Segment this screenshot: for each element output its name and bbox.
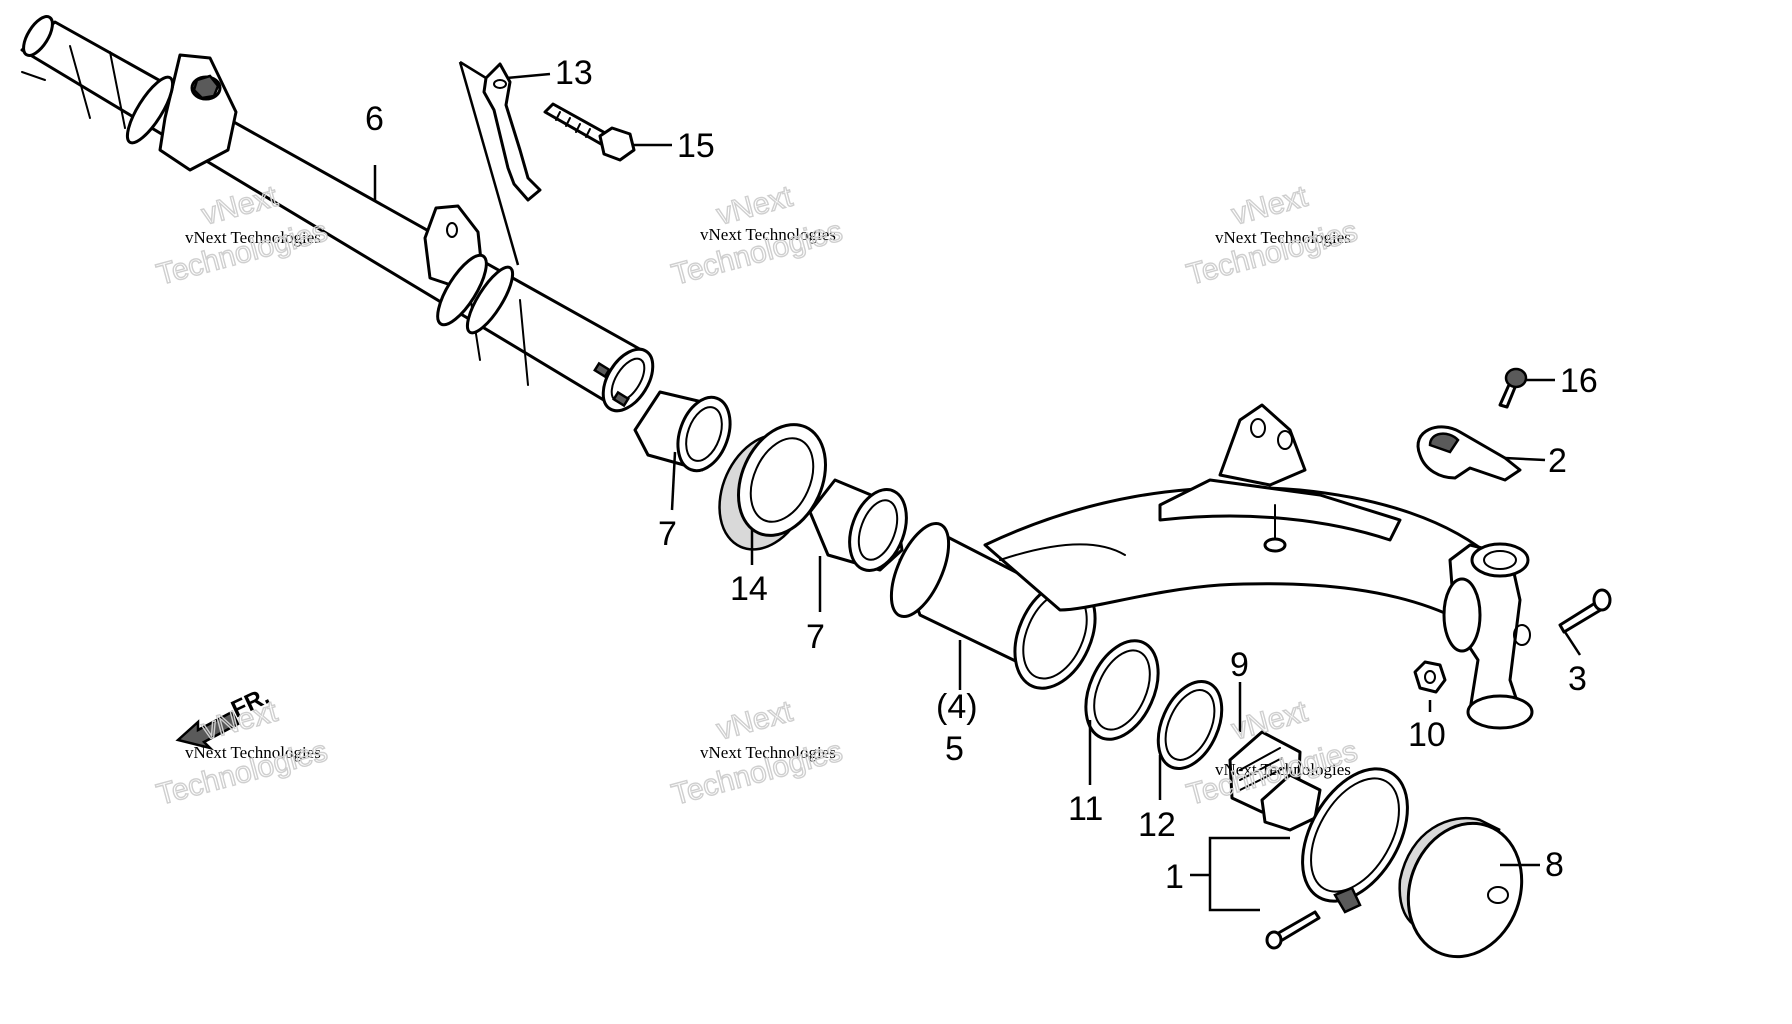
part-13-clip — [458, 60, 542, 266]
callout-labels: 6 13 15 7 14 7 (4) 5 11 12 9 10 3 16 2 8… — [365, 54, 1598, 896]
callout-12: 12 — [1138, 806, 1176, 844]
watermark-text: vNext Technologies — [700, 225, 836, 244]
callout-1: 1 — [1165, 858, 1184, 896]
callout-7a: 7 — [658, 515, 677, 553]
watermark-text: Technologies — [153, 215, 331, 292]
callout-10: 10 — [1408, 716, 1446, 754]
part-16-bolt — [1498, 367, 1528, 409]
watermark-text: vNext — [1228, 180, 1311, 232]
watermark-text: vNext — [198, 180, 281, 232]
part-3-bolt — [1558, 588, 1612, 634]
part-12-circlip — [1156, 679, 1224, 771]
callout-11: 11 — [1068, 790, 1103, 828]
part-14-seal — [718, 423, 827, 551]
part-15-bolt — [543, 102, 636, 162]
callout-5: 5 — [945, 730, 964, 768]
part-1-band-clamp — [1265, 767, 1409, 950]
callout-15: 15 — [677, 127, 715, 165]
watermark-top-center: vNext vNext Technologies Technologies — [668, 179, 847, 292]
part-9-adjuster — [1228, 730, 1322, 832]
callout-8: 8 — [1545, 846, 1564, 884]
part-8-boot — [1398, 816, 1524, 959]
part-11-circlip — [1084, 639, 1160, 741]
watermark-text: vNext Technologies — [700, 743, 836, 762]
watermark-text: vNext — [713, 695, 796, 747]
watermark-text: vNext Technologies — [185, 743, 321, 762]
watermark-text: vNext Technologies — [185, 228, 321, 247]
callout-14: 14 — [730, 570, 768, 608]
callout-2: 2 — [1548, 442, 1567, 480]
leader-lines — [373, 72, 1582, 912]
watermark-text: vNext — [713, 180, 796, 232]
callout-9: 9 — [1230, 646, 1249, 684]
callout-16: 16 — [1560, 362, 1598, 400]
callout-4: (4) — [936, 688, 978, 726]
watermark-text: Technologies — [1183, 215, 1361, 292]
part-7-bushing-right — [808, 478, 908, 572]
callout-13: 13 — [555, 54, 593, 92]
watermark-top-right: vNext vNext Technologies Technologies — [1183, 179, 1362, 292]
part-5-swing-arm — [889, 403, 1534, 730]
watermark-bottom-left: vNext vNext Technologies Technologies — [153, 694, 332, 812]
part-7-bushing-left — [633, 390, 732, 473]
callout-3: 3 — [1568, 660, 1587, 698]
watermark-bottom-center: vNext vNext Technologies Technologies — [668, 694, 847, 812]
part-2-clamp — [1416, 425, 1522, 482]
watermark-text: vNext Technologies — [1215, 228, 1351, 247]
part-10-nut — [1413, 660, 1447, 694]
callout-7b: 7 — [806, 618, 825, 656]
callout-6: 6 — [365, 100, 384, 138]
part-6-pivot-tube — [20, 15, 655, 413]
watermark-text: vNext Technologies — [1215, 760, 1351, 779]
